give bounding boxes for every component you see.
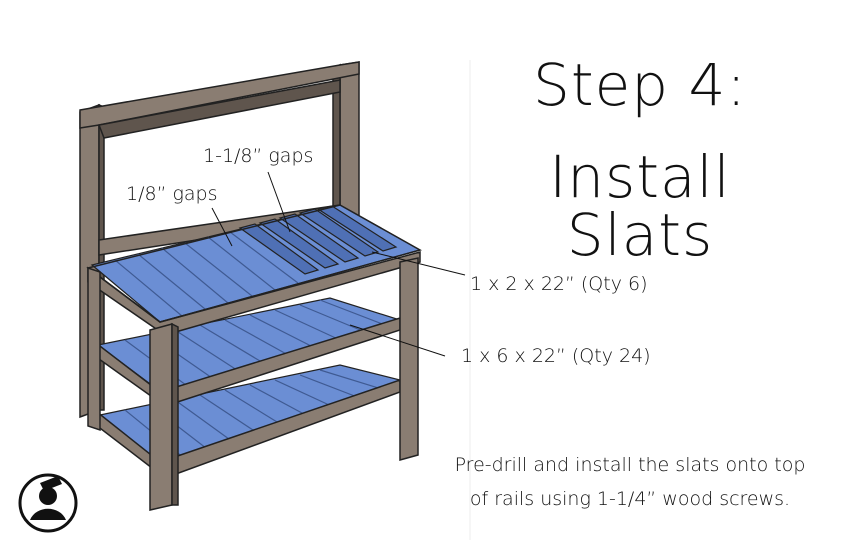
- instructions-line-2: of rails using 1-1/4” wood screws.: [469, 488, 791, 510]
- gaps-narrow-label: 1/8” gaps: [126, 183, 218, 205]
- step-subtitle: Install Slats: [549, 143, 731, 269]
- logo-icon: [18, 473, 78, 533]
- leader-gaps-wide-1: [267, 171, 291, 233]
- leader-lines: [211, 171, 466, 357]
- instructions-line-1: Pre-drill and install the slats onto top: [454, 454, 806, 476]
- slat-1x2-label: 1 x 2 x 22” (Qty 6): [470, 273, 648, 295]
- front-frame: [86, 204, 422, 511]
- leader-1x6: [349, 324, 446, 357]
- leader-gaps-narrow: [211, 207, 233, 247]
- gaps-wide-label: 1-1/8” gaps: [203, 145, 314, 167]
- leader-1x2: [371, 251, 466, 276]
- slat-1x6-label: 1 x 6 x 22” (Qty 24): [461, 345, 651, 367]
- step-title: Step 4:: [533, 51, 747, 119]
